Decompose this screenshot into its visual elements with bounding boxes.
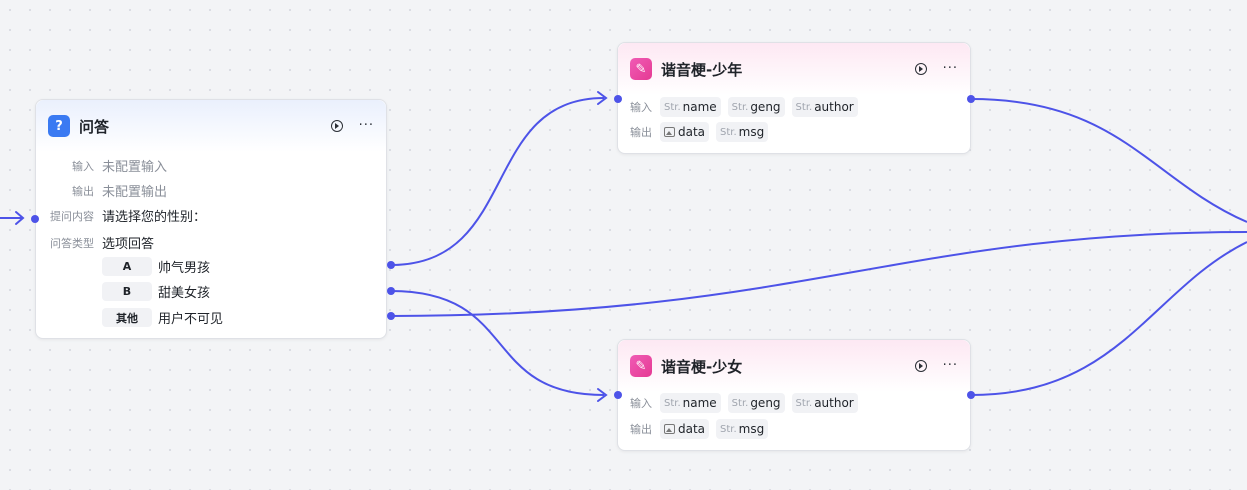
image-icon [664,127,675,137]
pun-boy-header[interactable]: ✎ 谐音梗-少年 ··· [618,43,970,95]
output-label: 输出 [630,126,652,139]
edge-option-b-to-girl[interactable] [390,290,605,396]
node-title: 问答 [79,117,110,136]
arrow-boy [597,91,608,105]
run-icon[interactable] [914,360,927,372]
option-key: 其他 [102,308,152,327]
edge-girl-to-end[interactable] [970,241,1247,396]
edge-boy-to-end[interactable] [970,98,1247,223]
option-text: 用户不可见 [158,312,224,327]
more-icon[interactable]: ··· [358,118,374,133]
arrow-entry [15,211,25,225]
arrow-girl [597,388,608,402]
input-label: 输入 [630,397,652,410]
option-b-port[interactable] [387,287,395,295]
option-a-port[interactable] [387,261,395,269]
prompt-label: 提问内容 [50,209,94,223]
output-label: 输出 [72,184,94,198]
param-chip: Str.msg [716,419,769,439]
param-chip: data [660,419,710,439]
option-row: B 甜美女孩 [102,282,210,301]
qa-node-header[interactable]: ? 问答 ··· [36,100,386,152]
edit-icon: ✎ [630,58,652,80]
output-label: 输出 [630,423,652,436]
param-chip: data [660,122,710,142]
qa-input-port[interactable] [31,215,39,223]
param-chip: Str.author [791,97,858,117]
param-chip: Str.author [791,393,858,413]
question-icon: ? [48,115,70,137]
param-chip: Str.geng [727,393,785,413]
param-chip: Str.name [660,393,721,413]
more-icon[interactable]: ··· [942,61,958,76]
option-key: B [102,282,152,301]
pun-girl-input-port[interactable] [614,391,622,399]
image-icon [664,424,675,434]
pun-girl-output-port[interactable] [967,391,975,399]
param-chip: Str.msg [716,122,769,142]
option-other-port[interactable] [387,312,395,320]
pun-girl-node[interactable]: ✎ 谐音梗-少女 ··· 输入 Str.name Str.geng Str.au… [617,339,971,451]
more-icon[interactable]: ··· [942,358,958,373]
param-chip: Str.geng [727,97,785,117]
option-row: A 帅气男孩 [102,257,210,276]
node-title: 谐音梗-少女 [661,357,743,376]
output-value: 未配置输出 [102,185,168,200]
pun-boy-output-port[interactable] [967,95,975,103]
option-row: 其他 用户不可见 [102,308,223,327]
edge-option-a-to-boy[interactable] [390,97,605,266]
pun-boy-node[interactable]: ✎ 谐音梗-少年 ··· 输入 Str.name Str.geng Str.au… [617,42,971,154]
qa-node[interactable]: ? 问答 ··· 输入 未配置输入 输出 未配置输出 提问内容 请选择您的性别：… [35,99,387,339]
input-label: 输入 [72,159,94,173]
option-key: A [102,257,152,276]
pun-boy-input-port[interactable] [614,95,622,103]
run-icon[interactable] [330,120,343,132]
param-chip: Str.name [660,97,721,117]
edit-icon: ✎ [630,355,652,377]
prompt-value: 请选择您的性别： [102,210,207,225]
option-text: 帅气男孩 [158,261,211,276]
input-label: 输入 [630,101,652,114]
run-icon[interactable] [914,63,927,75]
pun-girl-header[interactable]: ✎ 谐音梗-少女 ··· [618,340,970,392]
question-type-label: 问答类型 [50,236,94,250]
input-value: 未配置输入 [102,160,168,175]
option-text: 甜美女孩 [158,286,211,301]
question-type-value: 选项回答 [102,237,155,252]
edge-option-other-to-end[interactable] [390,231,1247,317]
node-title: 谐音梗-少年 [661,60,743,79]
